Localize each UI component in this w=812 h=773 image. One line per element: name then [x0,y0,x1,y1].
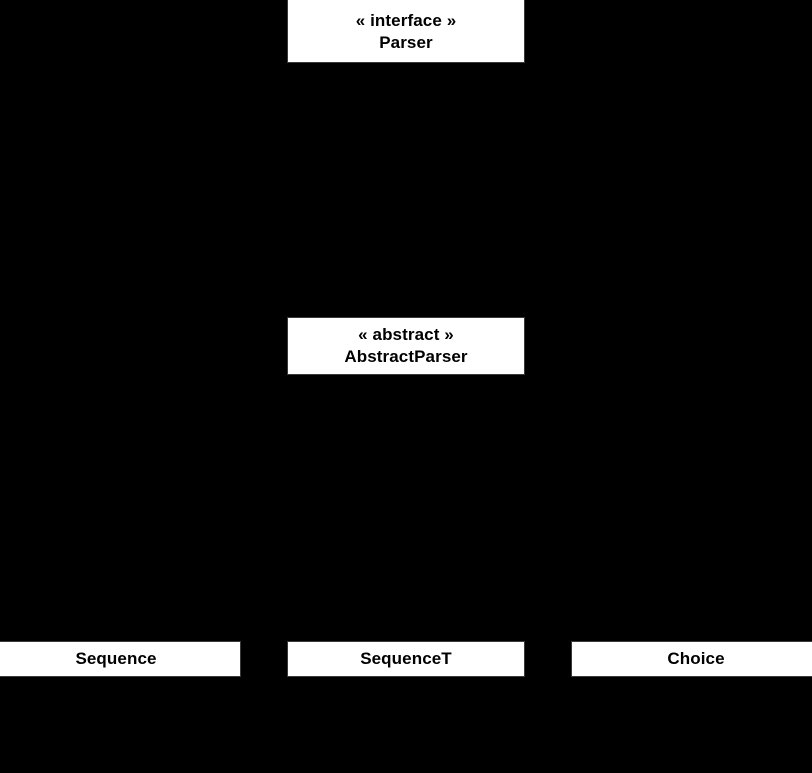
uml-class-choice[interactable]: Choice [571,641,812,677]
class-name: Choice [667,649,725,668]
uml-class-sequencet[interactable]: SequenceT [287,641,525,677]
class-stereotype: « abstract » [358,325,454,344]
uml-class-abstractparser[interactable]: « abstract » AbstractParser [287,317,525,375]
class-name: Parser [379,33,433,52]
generalization-arrowhead-abstractparser [394,373,418,392]
uml-class-sequence[interactable]: Sequence [0,641,241,677]
class-name: AbstractParser [344,347,468,366]
class-name: SequenceT [360,649,452,668]
class-name: Sequence [75,649,157,668]
realization-arrowhead-parser [394,61,418,80]
uml-class-parser[interactable]: « interface » Parser [287,0,525,63]
class-stereotype: « interface » [355,11,457,30]
